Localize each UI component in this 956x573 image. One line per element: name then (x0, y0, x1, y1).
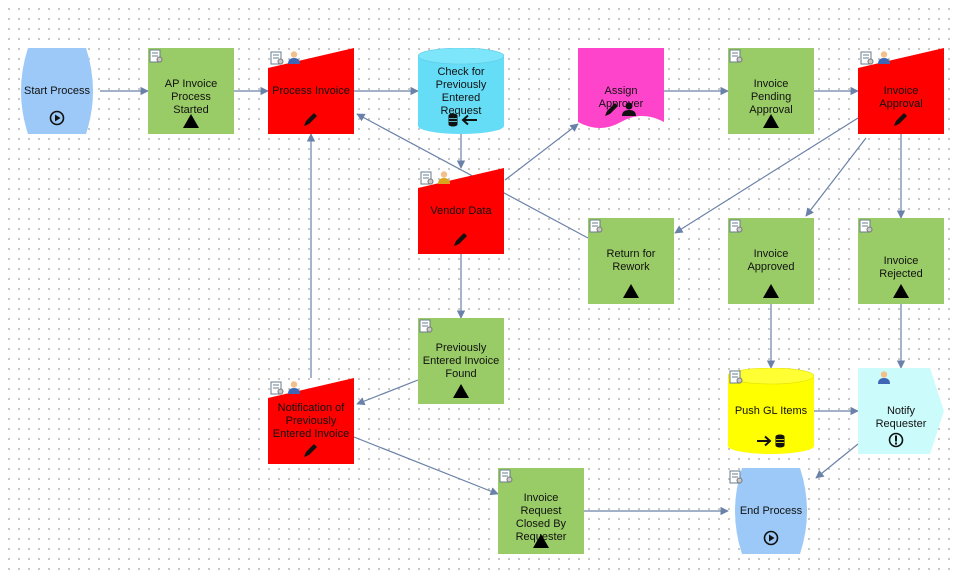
form-icon (729, 219, 743, 233)
invoice-pending-approval-label: Invoice Pending Approval (749, 78, 793, 116)
form-icon (499, 469, 513, 483)
connector-invoice-approval-to-approved[interactable] (805, 137, 867, 217)
previously-entered-found-label: Previously Entered Invoice Found (422, 342, 500, 380)
user-icon (288, 51, 300, 64)
form-icon (729, 370, 743, 384)
connector-notify-to-end[interactable] (815, 443, 859, 479)
notification-previously-entered-label: Notification of Previously Entered Invoi… (272, 402, 350, 440)
process-invoice-task[interactable]: Process Invoice (268, 48, 354, 134)
invoice-pending-approval-node[interactable]: Invoice Pending Approval (728, 48, 814, 134)
return-for-rework-label: Return for Rework (606, 248, 656, 273)
triangle-icon (763, 284, 779, 298)
database-arrow-icon (448, 113, 477, 127)
invoice-request-closed-node[interactable]: Invoice Request Closed By Requester (498, 468, 584, 554)
vendor-data-label: Vendor Data (430, 205, 492, 217)
form-icon (149, 49, 163, 63)
arrow-database-icon (757, 434, 785, 448)
push-gl-items-label: Push GL Items (734, 405, 808, 417)
ap-invoice-process-started-node[interactable]: AP Invoice Process Started (148, 48, 234, 134)
form-icon (270, 381, 284, 395)
form-icon (729, 49, 743, 63)
form-icon (729, 470, 743, 484)
pencil-icon (894, 113, 907, 126)
pencil-icon (304, 113, 317, 126)
play-icon (763, 530, 779, 546)
form-icon (859, 219, 873, 233)
invoice-rejected-node[interactable]: Invoice Rejected (858, 218, 944, 304)
form-icon (420, 171, 434, 185)
user-warning-icon (438, 171, 450, 184)
previously-entered-invoice-found-node[interactable]: Previously Entered Invoice Found (418, 318, 504, 404)
play-icon (49, 110, 65, 126)
invoice-approval-label: Invoice Approval (879, 85, 923, 110)
vendor-data-task[interactable]: Vendor Data (418, 168, 504, 254)
push-gl-items-store[interactable]: Push GL Items (728, 368, 814, 454)
return-for-rework-node[interactable]: Return for Rework (588, 218, 674, 304)
pencil-icon (454, 233, 467, 246)
connector-vendor-data-to-assign-approver[interactable] (504, 123, 579, 181)
triangle-icon (183, 114, 199, 128)
user-icon (878, 51, 890, 64)
user-icon (288, 381, 300, 394)
triangle-icon (623, 284, 639, 298)
triangle-icon (763, 114, 779, 128)
start-process-label: Start Process (23, 85, 91, 97)
invoice-rejected-label: Invoice Rejected (879, 255, 923, 280)
pencil-icon (304, 444, 317, 457)
connector-invoice-approval-to-return[interactable] (674, 117, 859, 234)
triangle-icon (453, 384, 469, 398)
user-icon (878, 371, 890, 384)
check-previously-entered-request-store[interactable]: Check for Previously Entered Request (418, 48, 504, 134)
invoice-approved-node[interactable]: Invoice Approved (728, 218, 814, 304)
triangle-icon (533, 534, 549, 548)
assign-approver-decision[interactable]: Assign Approver (578, 48, 664, 134)
process-invoice-label: Process Invoice (272, 85, 350, 97)
form-icon (860, 51, 874, 65)
invoice-approved-label: Invoice Approved (747, 248, 795, 273)
ap-invoice-process-started-label: AP Invoice Process Started (164, 78, 218, 116)
end-process-label: End Process (739, 505, 803, 517)
start-process-event[interactable]: Start Process (14, 48, 100, 134)
check-previously-entered-label: Check for Previously Entered Request (435, 66, 487, 117)
notify-requester-label: Notify Requester (875, 405, 927, 430)
invoice-approval-task[interactable]: Invoice Approval (858, 48, 944, 134)
notification-previously-entered-task[interactable]: Notification of Previously Entered Invoi… (268, 378, 354, 464)
form-icon (419, 319, 433, 333)
triangle-icon (893, 284, 909, 298)
alert-icon (888, 432, 904, 448)
connector-notification-to-closed[interactable] (353, 436, 499, 496)
connector-previously-found-to-notification[interactable] (356, 379, 419, 406)
pencil-user-icon (605, 102, 636, 116)
form-icon (270, 51, 284, 65)
end-process-event[interactable]: End Process (728, 468, 814, 554)
notify-requester-node[interactable]: Notify Requester (858, 368, 944, 454)
form-icon (589, 219, 603, 233)
invoice-request-closed-label: Invoice Request Closed By Requester (515, 492, 567, 543)
